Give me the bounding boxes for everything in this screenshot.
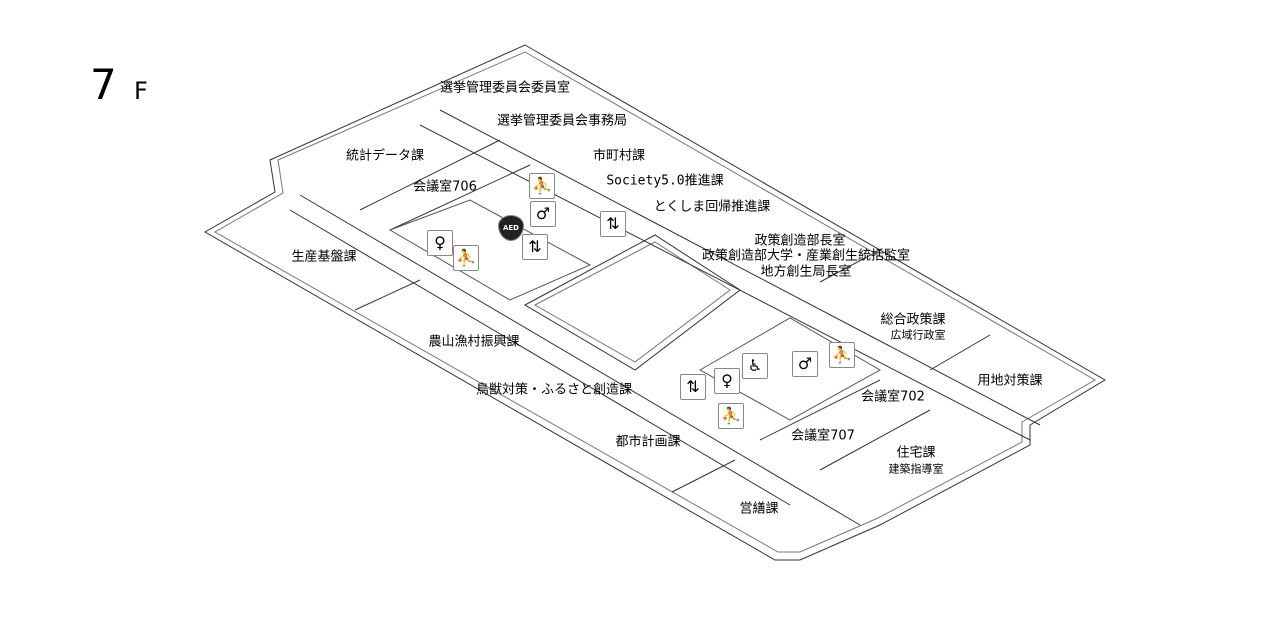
stairs-icon: ⛹: [829, 342, 855, 368]
aed-icon: AED: [498, 215, 524, 241]
corridor-wall: [419, 124, 1031, 441]
room-sublabel: 建築指導室: [888, 462, 944, 476]
room-label: Society5.0推進課: [606, 173, 724, 189]
elevator-icon: ⇅: [680, 374, 706, 400]
room-label: 会議室706: [413, 179, 477, 195]
room-label: 営繕課: [739, 501, 779, 517]
womens-restroom-icon: ♀: [427, 230, 453, 256]
room-label: 政策創造部大学・産業創生統括監室: [701, 248, 911, 264]
room-label: 用地対策課: [977, 373, 1043, 389]
room-label: 住宅課: [896, 445, 936, 461]
room-label: 会議室702: [861, 389, 925, 405]
floor-suffix: F: [134, 77, 148, 105]
room-sublabel: 広域行政室: [890, 328, 946, 342]
elevator-icon: ⇅: [522, 234, 548, 260]
room-divider: [819, 249, 881, 283]
corridor-wall: [299, 194, 861, 526]
courtyard-inner: [533, 241, 731, 363]
room-divider: [671, 459, 736, 493]
room-divider: [819, 409, 931, 471]
room-divider: [759, 379, 881, 441]
room-label: 会議室707: [791, 428, 855, 444]
room-label: 選挙管理委員会委員室: [439, 80, 571, 96]
room-label: とくしま回帰推進課: [653, 199, 771, 215]
room-label: 農山漁村振興課: [428, 334, 520, 350]
corridor-wall: [359, 139, 501, 211]
room-label: 地方創生局長室: [760, 264, 852, 280]
corridor-wall: [289, 209, 791, 506]
stairs-icon: ⛹: [453, 245, 479, 271]
building-outline-inner: [213, 51, 1097, 553]
room-label: 政策創造部長室: [754, 233, 846, 249]
stairs-icon: ⛹: [529, 173, 555, 199]
building-outline: [203, 44, 1106, 561]
corridor-wall: [439, 109, 1041, 426]
core-block: [388, 199, 592, 301]
room-label: 都市計画課: [615, 434, 681, 450]
mens-restroom-icon: ♂: [530, 201, 556, 227]
room-label: 総合政策課: [880, 312, 946, 328]
room-divider: [929, 334, 991, 371]
accessible-restroom-icon: ♿: [742, 353, 768, 379]
womens-restroom-icon: ♀: [714, 368, 740, 394]
room-label: 市町村課: [592, 148, 646, 164]
corridor-wall: [389, 164, 531, 231]
core-block: [698, 317, 882, 421]
room-label: 鳥獣対策・ふるさと創造課: [475, 382, 633, 398]
floor-number: 7: [90, 60, 117, 109]
room-label: 選挙管理委員会事務局: [496, 113, 628, 129]
room-label: 生産基盤課: [291, 249, 357, 265]
room-label: 統計データ課: [345, 148, 425, 164]
room-divider: [354, 279, 421, 311]
stairs-icon: ⛹: [718, 403, 744, 429]
elevator-icon: ⇅: [600, 211, 626, 237]
mens-restroom-icon: ♂: [792, 351, 818, 377]
